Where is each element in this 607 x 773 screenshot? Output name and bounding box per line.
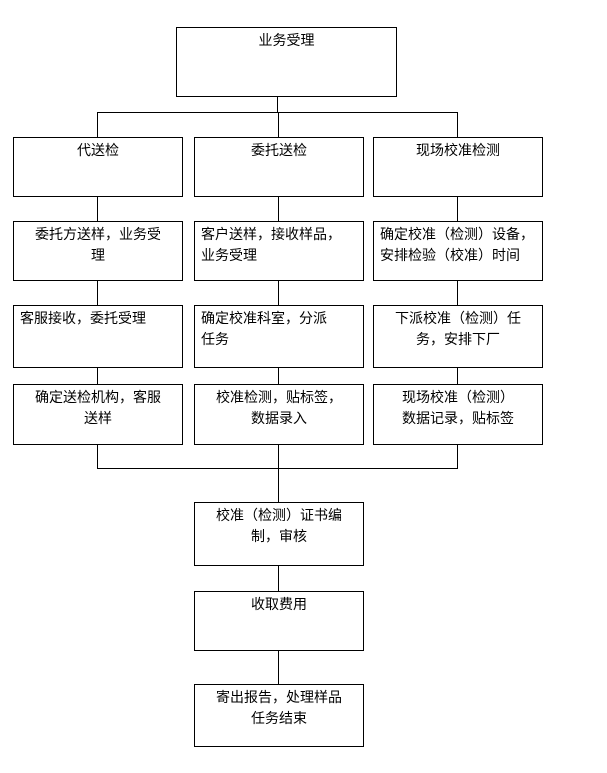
connector-fees-to-report — [278, 651, 279, 684]
node-send-report-task-end: 寄出报告，处理样品 任务结束 — [194, 684, 364, 747]
connector-col3-gap1 — [457, 197, 458, 221]
node-collect-fees: 收取费用 — [194, 591, 364, 651]
connector-branch-middle-drop — [278, 112, 279, 137]
connector-merge-line — [97, 468, 458, 469]
connector-start-drop — [277, 97, 278, 112]
connector-col3-gap2 — [457, 281, 458, 305]
node-assign-tasks-arrange-visit: 下派校准（检测）任 务，安排下厂 — [373, 305, 543, 368]
node-agent-submission: 代送检 — [13, 137, 183, 197]
connector-col1-gap1 — [97, 197, 98, 221]
connector-branch-right-drop — [457, 112, 458, 137]
connector-col2-gap2 — [278, 281, 279, 305]
connector-certificate-to-fees — [278, 566, 279, 591]
node-calibration-testing-labeling: 校准检测，贴标签， 数据录入 — [194, 384, 364, 445]
node-business-acceptance: 业务受理 — [176, 27, 397, 97]
connector-merge-left-drop — [97, 445, 98, 468]
node-client-sends-sample: 委托方送样，业务受 理 — [13, 221, 183, 281]
node-entrusted-submission: 委托送检 — [194, 137, 364, 197]
node-onsite-calibration-testing: 现场校准检测 — [373, 137, 543, 197]
connector-col2-gap3 — [278, 368, 279, 384]
node-customer-service-accepts: 客服接收，委托受理 — [13, 305, 183, 368]
node-customer-sends-sample: 客户送样，接收样品， 业务受理 — [194, 221, 364, 281]
connector-branch-split-line — [97, 112, 458, 113]
connector-col1-gap3 — [97, 368, 98, 384]
connector-col1-gap2 — [97, 281, 98, 305]
node-onsite-data-recording: 现场校准（检测） 数据记录，贴标签 — [373, 384, 543, 445]
connector-merge-middle-drop — [278, 445, 279, 502]
node-determine-inspection-agency: 确定送检机构，客服 送样 — [13, 384, 183, 445]
node-certificate-preparation-review: 校准（检测）证书编 制，审核 — [194, 502, 364, 566]
connector-col3-gap3 — [457, 368, 458, 384]
node-determine-equipment-schedule: 确定校准（检测）设备， 安排检验（校准）时间 — [373, 221, 543, 281]
node-determine-department-assign-tasks: 确定校准科室，分派 任务 — [194, 305, 364, 368]
connector-branch-left-drop — [97, 112, 98, 137]
connector-col2-gap1 — [278, 197, 279, 221]
connector-merge-right-drop — [457, 445, 458, 468]
